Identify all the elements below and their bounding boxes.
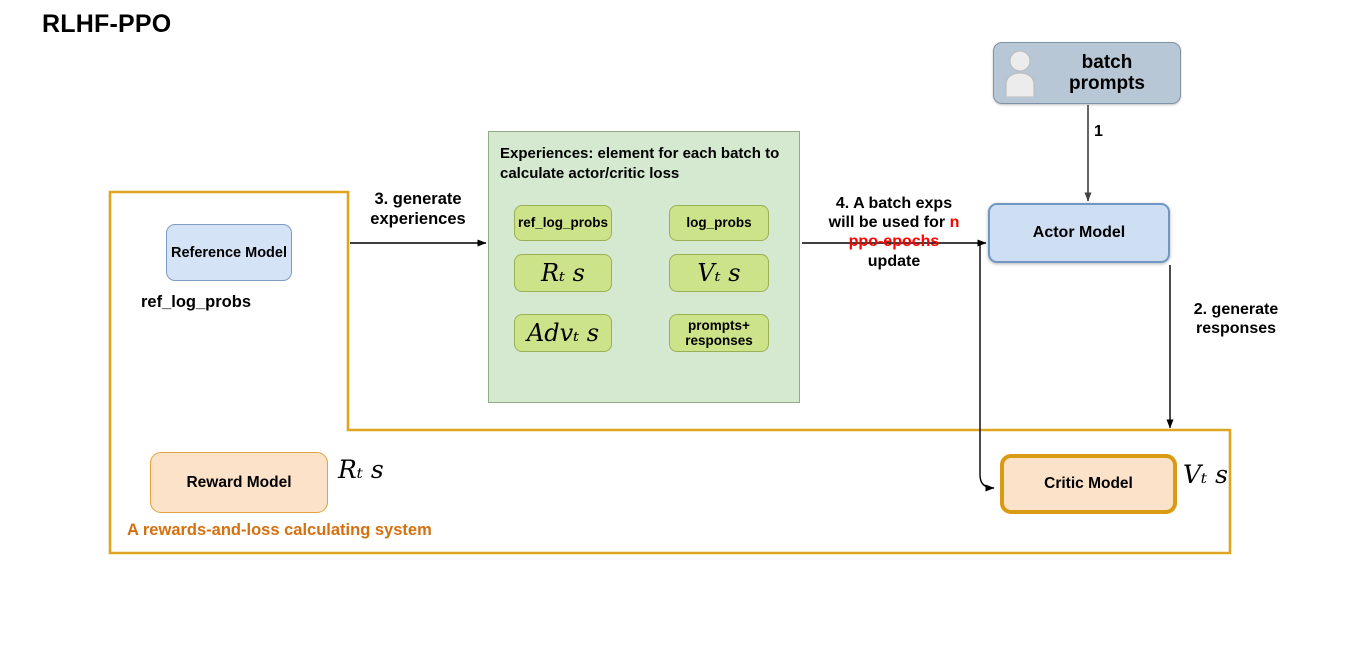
edge-label-3-line2: experiences (370, 209, 466, 228)
reward-model-label: Reward Model (186, 473, 292, 491)
edge-label-4-line2: will be used for n (806, 213, 982, 232)
edge-label-4-highlight-n: n (949, 214, 960, 232)
experience-item-adv[interactable]: Advₜ s (514, 314, 612, 352)
edge-label-2: 2. generate responses (1176, 300, 1296, 338)
experience-item-vt[interactable]: Vₜ s (669, 254, 769, 292)
page-title: RLHF-PPO (42, 10, 172, 38)
reference-model-caption: ref_log_probs (141, 293, 252, 311)
edge-label-4: 4. A batch exps will be used for n ppo-e… (806, 194, 982, 271)
edge-label-4-line4: update (867, 252, 921, 270)
reward-model-node[interactable]: Reward Model (150, 452, 328, 513)
reference-model-label: Reference Model (170, 244, 288, 261)
experience-item-label: Vₜ s (697, 259, 741, 287)
edge-label-2-line2: responses (1195, 320, 1277, 338)
experience-item-rt[interactable]: Rₜ s (514, 254, 612, 292)
edge-label-4-line1: 4. A batch exps (835, 195, 953, 212)
critic-model-math-label: Vₜ s (1183, 460, 1228, 489)
experience-item-label: Rₜ s (541, 259, 585, 287)
reference-model-node[interactable]: Reference Model (166, 224, 292, 281)
experience-item-label: prompts+responses (685, 317, 753, 348)
experience-item-log-probs[interactable]: log_probs (669, 205, 769, 241)
person-icon (1005, 50, 1035, 97)
edge-label-2-line1: 2. generate (1193, 301, 1279, 318)
actor-model-node[interactable]: Actor Model (988, 203, 1170, 263)
experience-item-label: ref_log_probs (517, 215, 609, 231)
experience-item-ref-log-probs[interactable]: ref_log_probs (514, 205, 612, 241)
experiences-title: Experiences: element for each batch to c… (500, 145, 780, 182)
critic-model-label: Critic Model (1044, 475, 1133, 492)
edge-label-1: 1 (1094, 123, 1103, 140)
edge-label-4-line2-text: will be used for (828, 214, 950, 232)
reward-model-math-label: Rₜ s (338, 455, 384, 484)
actor-model-label: Actor Model (1032, 224, 1126, 241)
edge-label-3-line1: 3. generate (374, 190, 462, 208)
edge-label-4-highlight-ppo-epochs: ppo-epochs (848, 233, 940, 251)
experience-item-label: Advₜ s (526, 319, 600, 347)
critic-model-node[interactable]: Critic Model (1000, 454, 1177, 514)
system-container-caption: A rewards-and-loss calculating system (127, 521, 432, 539)
edge-label-3: 3. generate experiences (352, 190, 484, 230)
experience-item-prompts-responses[interactable]: prompts+responses (669, 314, 769, 352)
edge-4-arrow-to-critic (979, 243, 995, 492)
experience-item-label: log_probs (686, 215, 752, 231)
